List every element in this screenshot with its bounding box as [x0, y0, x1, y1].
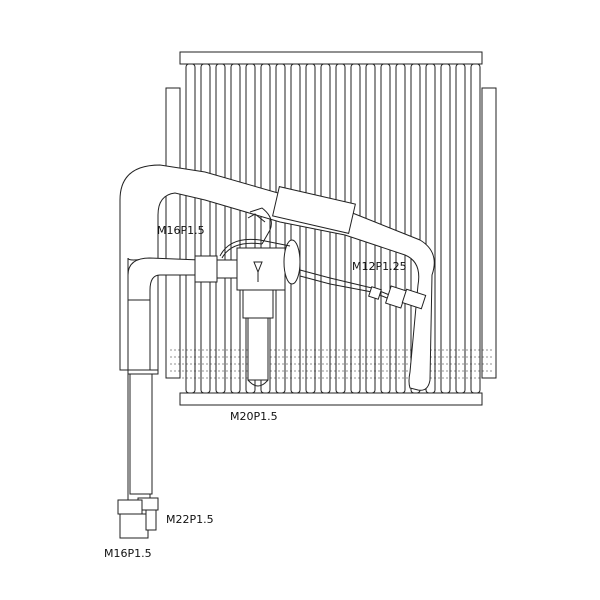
lower-inlet-fitting: [119, 513, 149, 539]
valve-body: [236, 247, 286, 291]
label-fitting-right: M12P1.25: [352, 260, 407, 273]
label-fitting-top-left: M16P1.5: [157, 224, 205, 237]
fin-array: [185, 63, 481, 394]
fin-tube: [275, 63, 286, 394]
right-fitting: [368, 285, 427, 310]
valve-inlet-nut: [194, 255, 218, 283]
fin-tube: [230, 63, 241, 394]
liquid-line: [127, 257, 201, 500]
left-side-plate: [165, 87, 181, 379]
lower-fittings: [117, 497, 159, 539]
expansion-valve: [194, 207, 393, 387]
fin-tube: [200, 63, 211, 394]
lower-fin-band: [170, 349, 494, 379]
fin-tube: [290, 63, 301, 394]
right-side-plate: [481, 87, 497, 379]
pipe-sleeve: [272, 186, 356, 234]
valve-arrow: [253, 261, 263, 274]
fin-tube: [455, 63, 466, 394]
label-fitting-lower-inlet: M16P1.5: [104, 547, 152, 560]
valve-diaphragm: [283, 239, 301, 285]
label-fitting-lower-outlet: M22P1.5: [166, 513, 214, 526]
valve-outlet-nut: [242, 289, 274, 319]
fin-tube: [470, 63, 481, 394]
bottom-header: [179, 392, 483, 406]
top-header: [179, 51, 483, 65]
fin-tube: [395, 63, 406, 394]
label-fitting-bottom-center: M20P1.5: [230, 410, 278, 423]
suction-pipe: [119, 164, 435, 391]
outlet-tube: [247, 317, 269, 381]
evaporator-core: [165, 51, 497, 406]
fin-tube: [185, 63, 196, 394]
fitting-labels: M16P1.5 M12P1.25 M20P1.5 M22P1.5 M16P1.5: [104, 224, 407, 560]
lower-inlet-nut: [117, 499, 143, 515]
fin-tube: [440, 63, 451, 394]
suction-pipe-body: [119, 164, 435, 391]
fin-tube: [215, 63, 226, 394]
